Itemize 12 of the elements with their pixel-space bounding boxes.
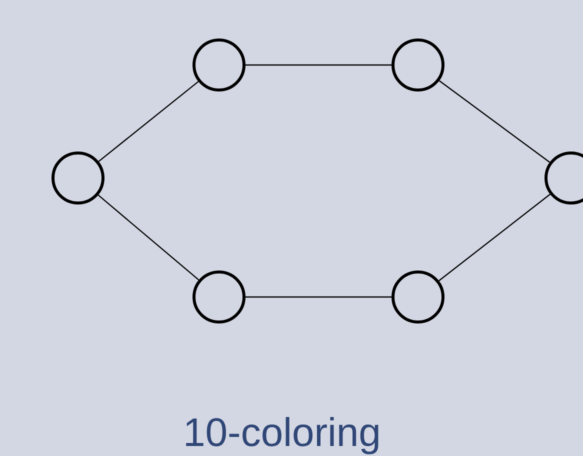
vertex-circle <box>52 152 104 204</box>
edge-line <box>98 194 200 280</box>
vertex-circle <box>392 38 444 92</box>
vertex-circle <box>192 270 246 324</box>
edge-line <box>98 81 199 162</box>
edge-line <box>246 64 392 66</box>
vertex-circle <box>192 38 246 92</box>
vertex-circle <box>392 270 444 324</box>
edge-line <box>438 194 550 282</box>
edge-line <box>438 80 550 163</box>
edge-line <box>246 296 392 298</box>
caption: 10-coloring <box>186 417 378 454</box>
